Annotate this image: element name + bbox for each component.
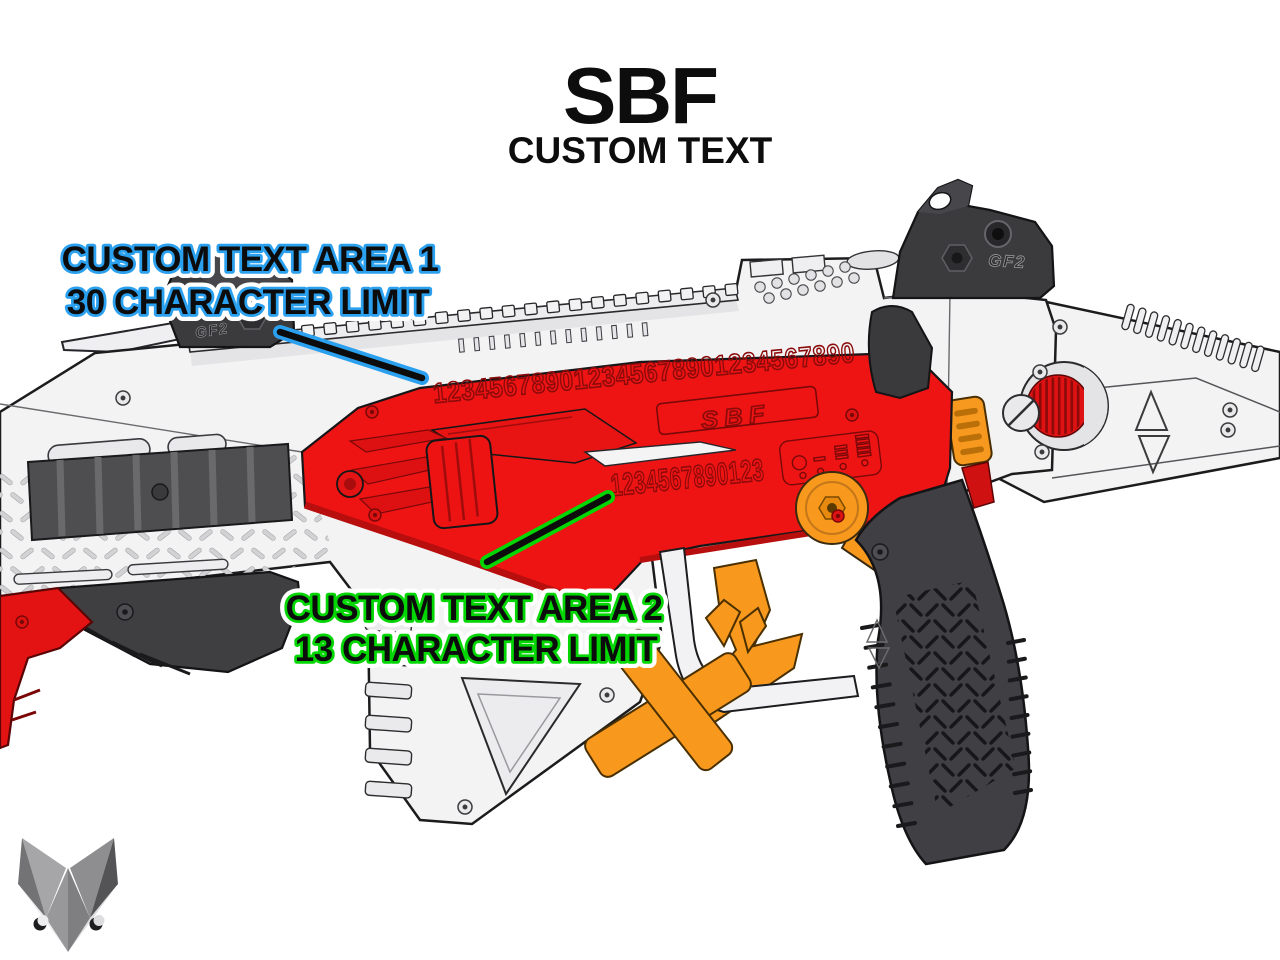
annotation-area1: CUSTOM TEXT AREA 1 CUSTOM TEXT AREA 1 30… xyxy=(55,233,446,329)
page-subtitle: CUSTOM TEXT xyxy=(507,130,773,171)
rear-sight-brand: GF2 xyxy=(194,320,230,342)
rear-sight: GF2 xyxy=(160,248,296,349)
handguard-rail xyxy=(26,442,294,542)
panel-slot-highlight xyxy=(583,441,737,467)
mag-release-lever xyxy=(584,598,768,778)
magwell-ribs xyxy=(364,615,413,799)
barrel-triangle-mark-up xyxy=(1134,389,1169,431)
front-sight-brand: GF2 xyxy=(988,251,1027,272)
barrel-triangle-mark-down xyxy=(1137,435,1171,475)
side-controls xyxy=(945,394,1040,509)
svg-text:CUSTOM TEXT AREA 2: CUSTOM TEXT AREA 2 xyxy=(286,589,663,628)
block-dot-pattern xyxy=(754,261,860,304)
grip-ribs xyxy=(860,623,1033,828)
svg-text:13 CHARACTER LIMIT: 13 CHARACTER LIMIT xyxy=(295,630,658,669)
front-sight: GF2 xyxy=(891,178,1056,300)
annotations: CUSTOM TEXT AREA 1 CUSTOM TEXT AREA 1 30… xyxy=(55,233,670,676)
priming-handle xyxy=(425,434,499,530)
fox-logo xyxy=(18,838,118,952)
charging-handle xyxy=(867,305,934,400)
barrel-vents xyxy=(1121,303,1265,373)
orange-ribbed-button xyxy=(945,395,993,467)
annotation-area2: CUSTOM TEXT AREA 2 CUSTOM TEXT AREA 2 13… xyxy=(279,582,670,676)
page-title: SBF xyxy=(563,51,719,140)
receiver-block xyxy=(749,250,900,304)
trigger-group xyxy=(584,471,900,778)
red-foregrip xyxy=(0,586,94,750)
pistol-grip xyxy=(854,478,1033,866)
screws xyxy=(15,292,1238,815)
receiver-vent-band xyxy=(458,322,649,353)
sights: GF2 GF2 xyxy=(160,178,1056,349)
red-wedge xyxy=(961,461,995,509)
magwell xyxy=(364,615,582,799)
angled-foregrip xyxy=(56,570,302,674)
area1-label-line2: 30 CHARACTER LIMIT xyxy=(67,283,430,322)
svg-text:CUSTOM TEXT AREA 1: CUSTOM TEXT AREA 1 xyxy=(62,240,439,279)
area2-label-line2: 13 CHARACTER LIMIT xyxy=(295,630,658,669)
foregrips xyxy=(0,570,302,750)
model-badge-plate xyxy=(655,385,819,436)
flywheel-window xyxy=(1019,361,1109,451)
area1-label-line1: CUSTOM TEXT AREA 1 xyxy=(62,240,439,279)
svg-text:30 CHARACTER LIMIT: 30 CHARACTER LIMIT xyxy=(67,283,430,322)
area2-label-line1: CUSTOM TEXT AREA 2 xyxy=(286,589,663,628)
